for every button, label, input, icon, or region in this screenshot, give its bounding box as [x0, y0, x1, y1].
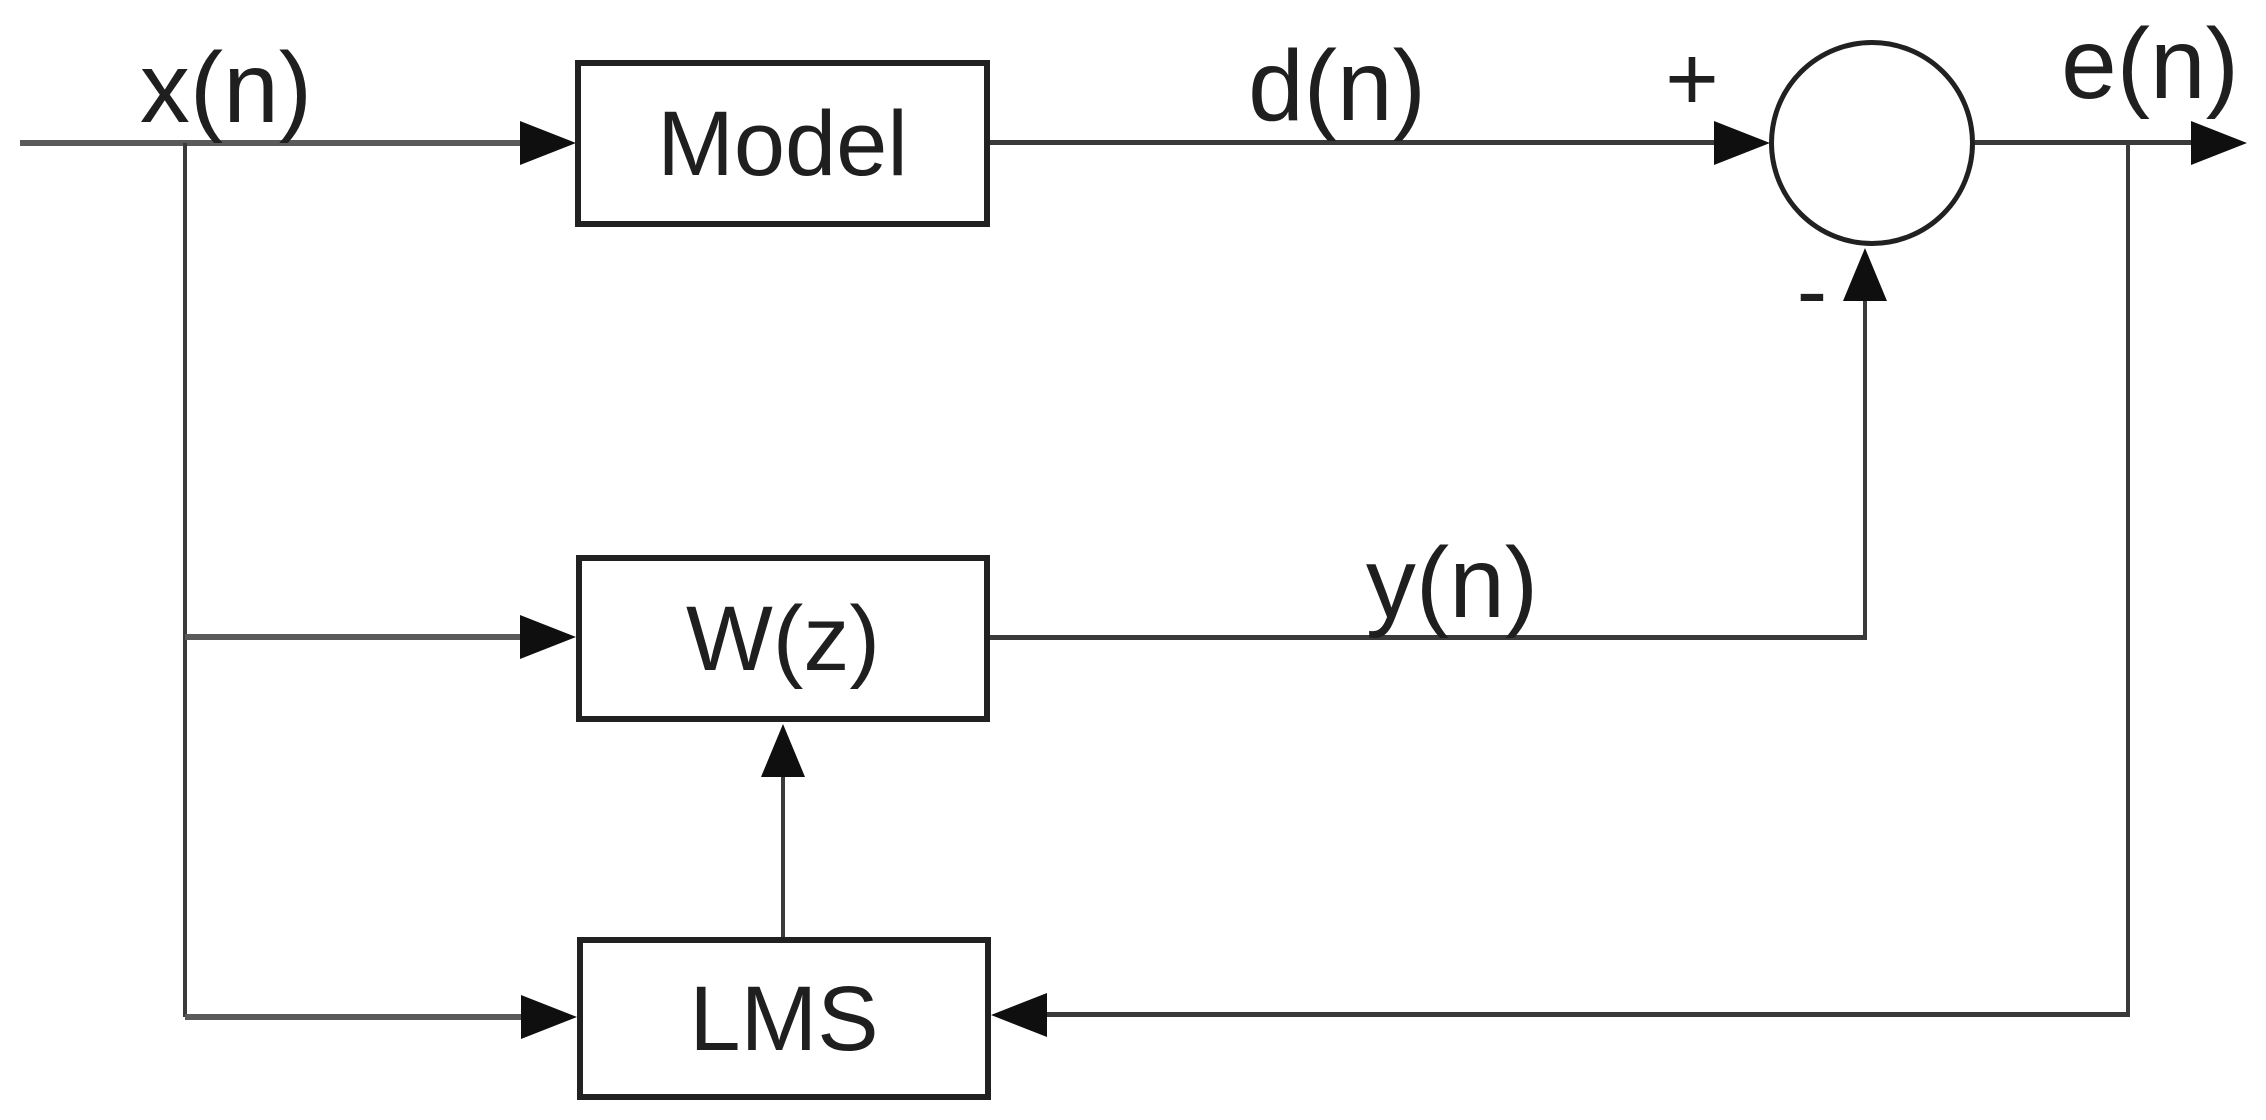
model-block-label: Model [657, 92, 908, 195]
en-output-arrowhead-icon [2191, 121, 2247, 165]
dn-signal-label: d(n) [1248, 30, 1426, 142]
wz-input-line [185, 634, 520, 640]
wz-block: W(z) [576, 555, 990, 722]
lms-input-line [185, 1014, 521, 1020]
en-branch-line [2126, 143, 2130, 1017]
lms-input-arrowhead-icon [521, 995, 577, 1039]
model-input-arrowhead-icon [520, 121, 576, 165]
summing-junction-circle [1769, 40, 1975, 246]
lms-block-label: LMS [689, 967, 879, 1070]
x-signal-label: x(n) [139, 32, 313, 144]
model-block: Model [575, 60, 990, 227]
en-line [1975, 140, 2193, 145]
lms-update-line [781, 776, 785, 937]
wz-update-arrowhead-icon [761, 724, 805, 777]
error-feedback-line [1047, 1012, 2130, 1017]
minus-sign-label: - [1796, 240, 1828, 342]
sum-minus-arrowhead-icon [1843, 248, 1887, 301]
dn-line [990, 140, 1714, 145]
x-branch-line [183, 143, 187, 1017]
yn-signal-label: y(n) [1365, 527, 1539, 639]
plus-sign-label: + [1665, 28, 1719, 130]
yn-up-line [1863, 299, 1867, 640]
en-signal-label: e(n) [2061, 8, 2239, 120]
x-input-line [20, 140, 525, 146]
wz-input-arrowhead-icon [520, 615, 576, 659]
wz-block-label: W(z) [685, 587, 881, 690]
yn-line [990, 635, 1867, 640]
lms-feedback-arrowhead-icon [991, 993, 1047, 1037]
sum-input-arrowhead-icon [1714, 121, 1770, 165]
lms-block: LMS [577, 937, 991, 1100]
